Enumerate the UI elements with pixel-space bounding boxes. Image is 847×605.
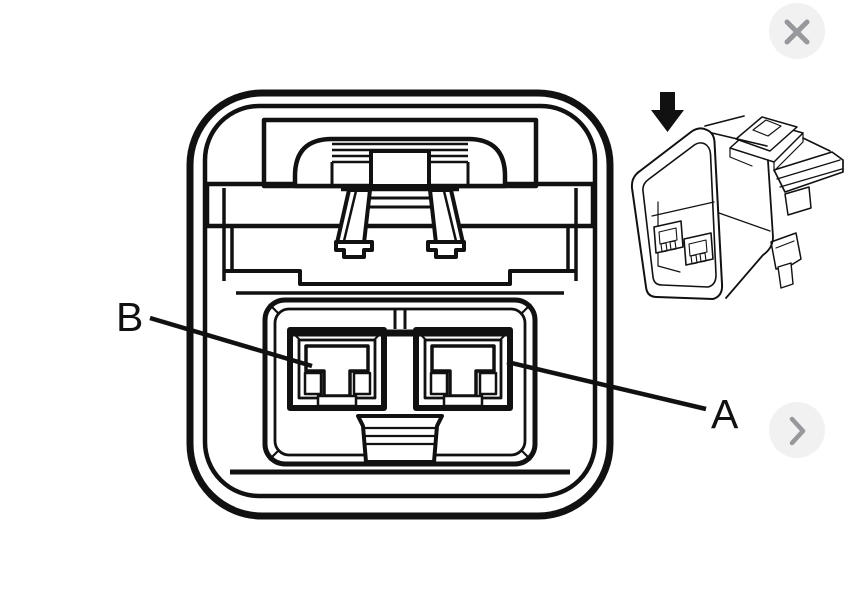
side-walls: [222, 188, 578, 281]
terminal-cavity-right-detail: [419, 333, 507, 408]
next-button[interactable]: [769, 402, 825, 458]
leader-line-a: [506, 359, 707, 412]
terminal-cavity-left-detail: [293, 333, 381, 408]
inset-front-face: [630, 115, 768, 300]
down-arrow-icon: [651, 92, 684, 132]
callout-label-a: A: [711, 391, 739, 437]
inset-rear-bracket: [770, 151, 844, 289]
chevron-right-icon: [789, 416, 806, 446]
housing-inner-wall: [202, 103, 598, 499]
shelf-step: [224, 269, 576, 286]
inset-body: [718, 137, 831, 299]
center-wedge: [356, 414, 444, 464]
callout-label-b: B: [116, 294, 144, 340]
inset-latch: [729, 116, 804, 172]
connector-3d-inset: [630, 92, 844, 300]
latch-assembly: [292, 136, 508, 259]
side-walls-inner: [230, 226, 570, 271]
close-icon: [784, 19, 810, 45]
connector-front-view: [149, 89, 707, 520]
close-button[interactable]: [769, 3, 825, 59]
leader-line-b: [149, 315, 313, 369]
housing-outer-wall: [186, 89, 614, 520]
